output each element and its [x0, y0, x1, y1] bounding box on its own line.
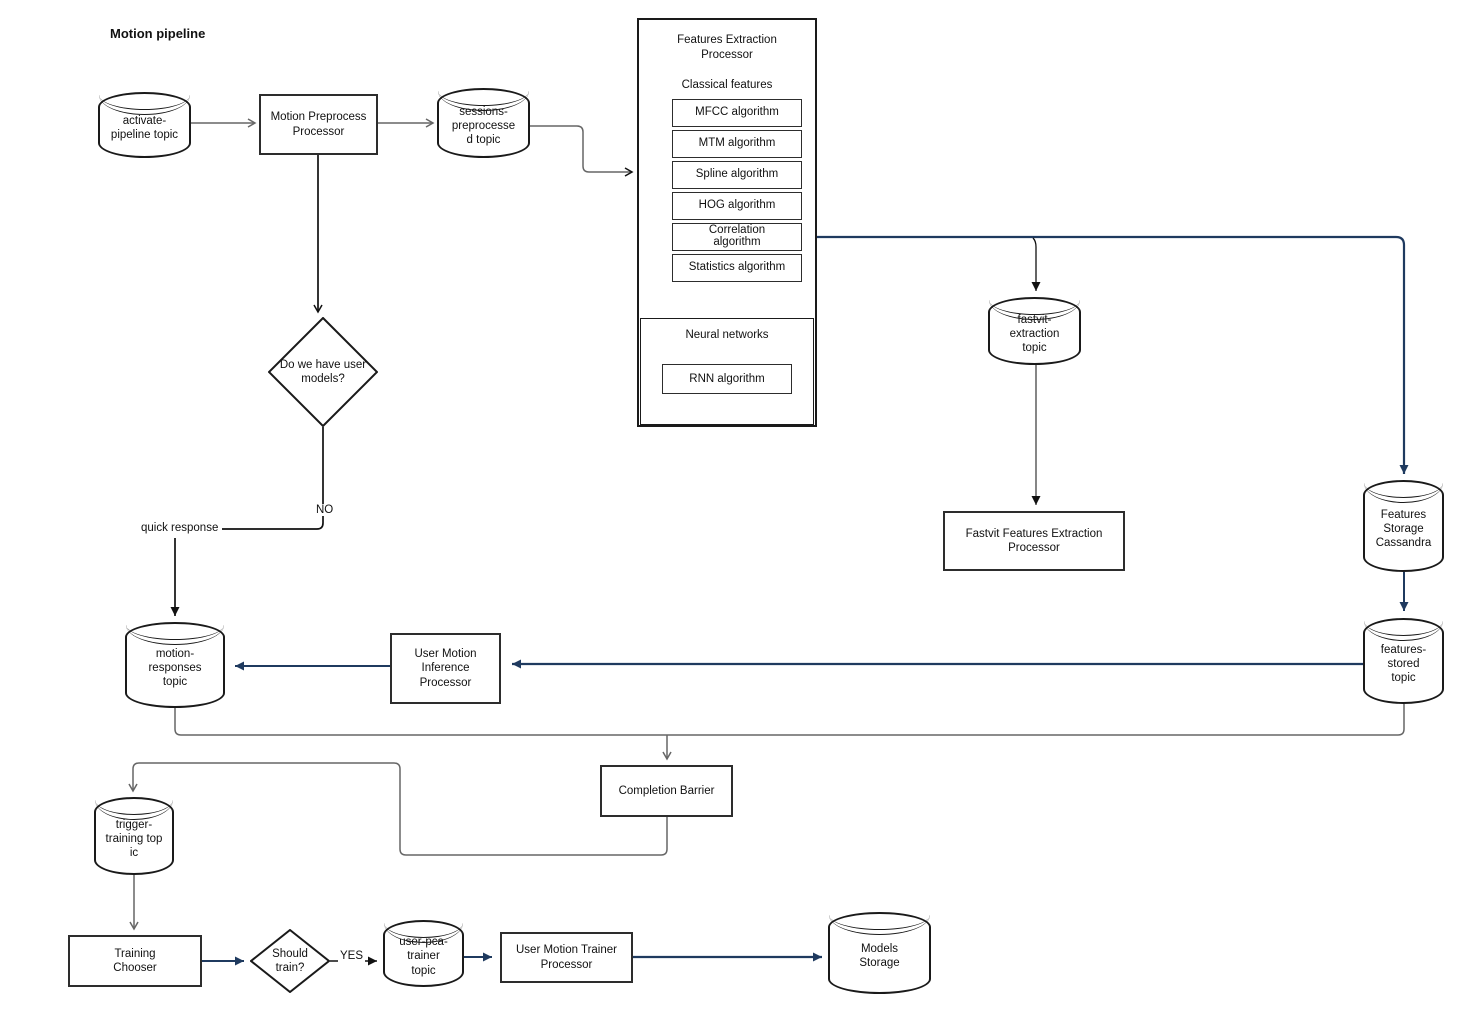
node-mfcc-algorithm: MFCC algorithm [672, 99, 802, 127]
node-label: trigger- training top ic [105, 818, 163, 859]
node-completion-barrier: Completion Barrier [600, 765, 733, 817]
edge-decision-no-elbow [222, 427, 324, 530]
node-neural-networks-section: Neural networks RNN algorithm [640, 318, 814, 425]
node-label: User Motion Trainer Processor [516, 944, 617, 971]
page-title: Motion pipeline [110, 26, 206, 41]
node-motion-responses-topic: motion- responses topic [125, 622, 225, 708]
node-label: User Motion Inference Processor [414, 648, 477, 689]
node-training-chooser: Training Chooser [68, 935, 202, 987]
node-user-pca-trainer-topic: user-pca- trainer topic [383, 920, 464, 987]
node-label: features- stored topic [1380, 643, 1427, 684]
diamond-shape [268, 317, 378, 427]
edge-label-quick-response: quick response [139, 522, 221, 534]
node-features-stored-topic: features- stored topic [1363, 618, 1444, 704]
node-label: Training Chooser [113, 947, 157, 974]
node-label: Features Storage Cassandra [1375, 508, 1432, 549]
node-label: Motion Preprocess Processor [270, 111, 367, 138]
edge-fep-to-cassandra [817, 235, 1409, 474]
node-label: activate- pipeline topic [110, 114, 179, 141]
node-user-motion-trainer-processor: User Motion Trainer Processor [500, 932, 633, 983]
fep-classical-features-label: Classical features [681, 79, 773, 91]
edge-motionresponses-to-barrier [174, 708, 667, 736]
edge-label-yes: YES [338, 950, 366, 962]
node-label: fastvit- extraction topic [1009, 313, 1060, 354]
edge-fep-to-fastvit-topic [1031, 237, 1041, 291]
neural-networks-label: Neural networks [685, 329, 769, 341]
node-fastvit-extraction-topic: fastvit- extraction topic [988, 297, 1081, 365]
node-user-motion-inference-processor: User Motion Inference Processor [390, 633, 501, 704]
edge-barrier-to-trigger [128, 762, 668, 856]
node-label: sessions- preprocesse d topic [451, 105, 516, 146]
node-sessions-preprocessed-topic: sessions- preprocesse d topic [437, 88, 530, 158]
edge-sessions-to-fep [530, 125, 634, 177]
edge-featuresstored-to-barrier [667, 704, 1405, 736]
node-motion-preprocess-processor: Motion Preprocess Processor [259, 94, 378, 155]
fep-title: Features Extraction Processor [677, 34, 777, 61]
node-label: Fastvit Features Extraction Processor [965, 527, 1103, 554]
node-should-train-decision: Should train? [250, 929, 330, 993]
node-activate-pipeline-topic: activate- pipeline topic [98, 92, 191, 158]
node-mtm-algorithm: MTM algorithm [672, 130, 802, 158]
node-hog-algorithm: HOG algorithm [672, 192, 802, 220]
node-label: user-pca- trainer topic [399, 936, 448, 977]
node-models-storage: Models Storage [828, 912, 931, 994]
node-do-we-have-user-models-decision: Do we have user models? [268, 317, 378, 427]
node-rnn-algorithm: RNN algorithm [662, 364, 792, 394]
diamond-shape [250, 929, 330, 993]
node-label: Models Storage [859, 942, 900, 969]
node-correlation-algorithm: Correlation algorithm [672, 223, 802, 251]
node-label: Do we have user models? [279, 358, 367, 385]
node-statistics-algorithm: Statistics algorithm [672, 254, 802, 282]
node-features-storage-cassandra: Features Storage Cassandra [1363, 480, 1444, 572]
node-fastvit-features-extraction-processor: Fastvit Features Extraction Processor [943, 511, 1125, 571]
node-label: Completion Barrier [618, 784, 715, 797]
edge-label-no: NO [314, 504, 336, 516]
node-label: Should train? [272, 947, 308, 974]
node-label: motion- responses topic [148, 647, 202, 688]
node-spline-algorithm: Spline algorithm [672, 161, 802, 189]
node-features-extraction-processor: Features Extraction Processor Classical … [637, 18, 817, 427]
node-trigger-training-topic: trigger- training top ic [94, 797, 174, 875]
